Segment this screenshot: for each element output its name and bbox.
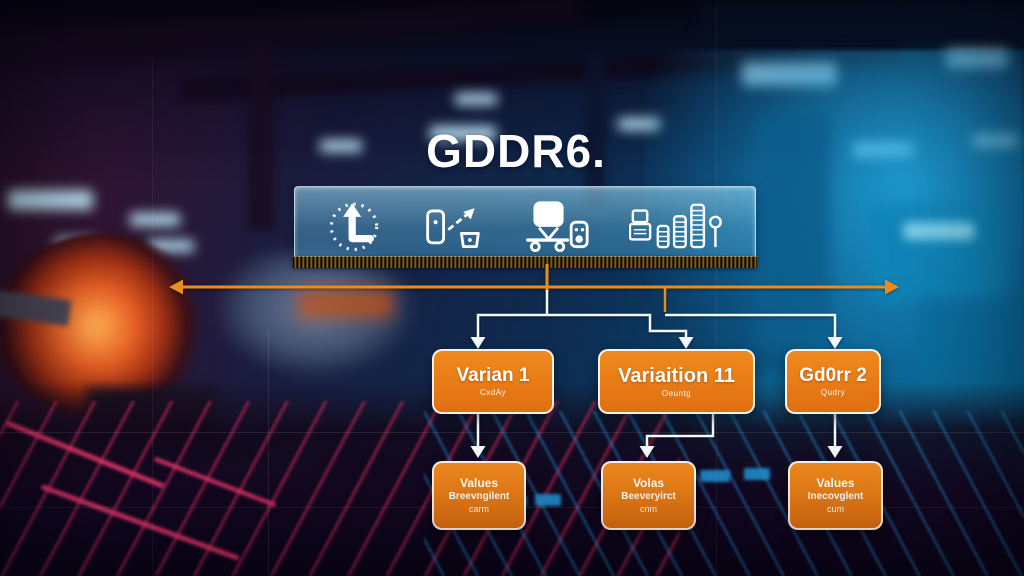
node-line: Beeveryirct bbox=[621, 491, 676, 503]
node-varian-1: Varian 1 CxdAy bbox=[432, 349, 554, 414]
bg-red-traces bbox=[0, 401, 680, 576]
node-variation-11: Variaition 11 Oeuntg bbox=[598, 349, 755, 414]
node-line: Inecovglent bbox=[807, 491, 864, 503]
node-line: carm bbox=[469, 503, 489, 514]
bg-light bbox=[8, 190, 93, 210]
bg-chip bbox=[700, 470, 730, 482]
node-gd0rr-2: Gd0rr 2 Qudry bbox=[785, 349, 881, 414]
node-line: Breevngilent bbox=[448, 491, 510, 503]
bg-column bbox=[248, 40, 274, 230]
node-line: Values bbox=[816, 476, 855, 491]
bg-orange-glow bbox=[298, 290, 393, 318]
bg-ceiling-beam bbox=[700, 0, 1024, 42]
node-line: Values bbox=[459, 476, 499, 491]
bg-grid-line bbox=[716, 0, 717, 576]
bg-grid-line bbox=[152, 60, 153, 576]
bg-machine-block bbox=[758, 115, 830, 345]
node-sublabel: Qudry bbox=[820, 388, 846, 398]
bg-grid-line bbox=[0, 432, 1024, 433]
node-line: cnm bbox=[639, 503, 657, 514]
node-sublabel: CxdAy bbox=[480, 388, 506, 398]
turn-arrow-gauge-icon bbox=[325, 196, 383, 254]
coin-stacks-growth-icon bbox=[628, 197, 725, 253]
memory-pin-strip bbox=[293, 256, 757, 268]
node-line: cum bbox=[826, 503, 844, 514]
node-values-1: Values Breevngilent carm bbox=[432, 461, 526, 530]
icon-panel bbox=[294, 186, 756, 263]
node-sublabel: Oeuntg bbox=[661, 389, 692, 398]
node-values-2: Volas Beeveryirct cnm bbox=[601, 461, 696, 530]
bg-column bbox=[585, 55, 605, 205]
bg-machine-highlight bbox=[903, 222, 975, 240]
container-upgrade-icon bbox=[422, 199, 484, 251]
monitor-cart-icon bbox=[524, 197, 590, 253]
bg-light bbox=[455, 93, 497, 105]
node-label: Variaition 11 bbox=[618, 365, 735, 387]
node-label: Gd0rr 2 bbox=[799, 364, 867, 386]
bg-chip bbox=[535, 494, 561, 506]
page-title: GDDR6. bbox=[426, 125, 606, 177]
bg-chip bbox=[744, 468, 770, 480]
bg-machine-block bbox=[870, 205, 1005, 300]
bg-light bbox=[430, 126, 496, 141]
node-label: Varian 1 bbox=[456, 364, 530, 386]
node-values-3: Values Inecovglent cum bbox=[788, 461, 883, 530]
bg-grid-line bbox=[268, 330, 269, 576]
bg-light bbox=[320, 140, 362, 152]
bg-light bbox=[130, 213, 180, 226]
node-line: Volas bbox=[632, 476, 665, 491]
